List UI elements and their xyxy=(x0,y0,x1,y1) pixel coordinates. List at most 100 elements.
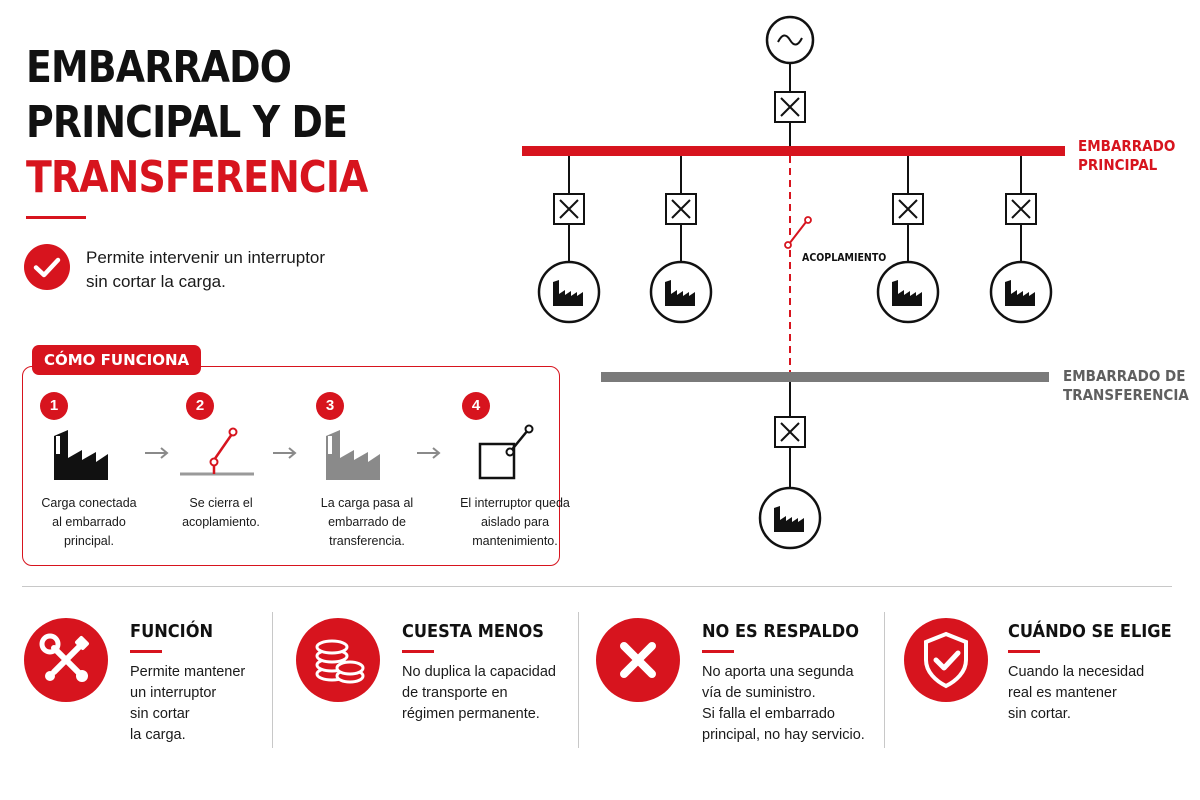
card-underline xyxy=(702,650,734,653)
main-bus-label-line-2: PRINCIPAL xyxy=(1078,156,1158,174)
coins-icon xyxy=(296,618,380,702)
step-4-line-3: mantenimiento. xyxy=(472,534,558,548)
arrow-right-icon xyxy=(272,446,298,460)
factory-load-icon xyxy=(537,260,601,324)
step-4-line-2: aislado para xyxy=(480,515,550,529)
step-2-line-1: Se cierra el xyxy=(189,496,253,510)
transfer-bus-label: EMBARRADO DE TRANSFERENCIA xyxy=(1063,367,1189,405)
card-4-line-3: sin cortar. xyxy=(1008,706,1071,722)
feeder-2 xyxy=(649,156,713,324)
page-title: EMBARRADO PRINCIPAL Y DE TRANSFERENCIA xyxy=(26,40,423,205)
factory-load-icon xyxy=(876,260,940,324)
card-title-funcion: FUNCIÓN xyxy=(130,621,214,642)
step-3-line-2: embarrado de xyxy=(328,515,406,529)
card-2-line-2: de transporte en xyxy=(402,685,508,701)
card-underline xyxy=(130,650,162,653)
main-bus-label-line-1: EMBARRADO xyxy=(1078,137,1176,155)
intro-line-1: Permite intervenir un interruptor xyxy=(86,248,326,267)
how-it-works-tag: CÓMO FUNCIONA xyxy=(32,345,202,375)
feeder-4 xyxy=(989,156,1053,324)
circuit-breaker-icon xyxy=(553,193,585,225)
transfer-bus-label-line-1: EMBARRADO DE xyxy=(1063,367,1186,385)
card-body-cuesta-menos: No duplica la capacidad de transporte en… xyxy=(402,662,556,725)
ac-generator-icon xyxy=(765,15,815,65)
card-2-line-1: No duplica la capacidad xyxy=(402,664,556,680)
card-body-funcion: Permite mantener un interruptor sin cort… xyxy=(130,662,245,746)
title-line-3: TRANSFERENCIA xyxy=(26,152,368,203)
card-2-line-3: régimen permanente. xyxy=(402,706,540,722)
card-underline xyxy=(1008,650,1040,653)
step-4-text: El interruptor queda aislado para manten… xyxy=(440,494,590,551)
title-line-2: PRINCIPAL Y DE xyxy=(26,97,348,148)
step-number: 3 xyxy=(316,392,344,420)
intro-text: Permite intervenir un interruptor sin co… xyxy=(86,246,386,294)
intro-line-2: sin cortar la carga. xyxy=(86,272,226,291)
title-line-1: EMBARRADO xyxy=(26,42,292,93)
factory-icon xyxy=(46,422,126,489)
step-3: 3 La carga pasa al embarrado de transfer… xyxy=(306,392,436,548)
single-line-diagram xyxy=(522,15,1065,550)
isolated-breaker-icon xyxy=(470,422,540,489)
circuit-breaker-icon xyxy=(892,193,924,225)
arrow-right-icon xyxy=(416,446,442,460)
circuit-breaker-icon xyxy=(665,193,697,225)
step-2-line-2: acoplamiento. xyxy=(182,515,260,529)
card-3-line-3: Si falla el embarrado xyxy=(702,706,835,722)
transfer-busbar xyxy=(601,372,1049,382)
feeder-1 xyxy=(537,156,601,324)
arrow-right-icon xyxy=(144,446,170,460)
step-3-line-1: La carga pasa al xyxy=(320,496,414,510)
wrench-screwdriver-icon xyxy=(24,618,108,702)
card-separator xyxy=(272,612,273,748)
coupler-label: ACOPLAMIENTO xyxy=(802,252,887,264)
card-separator xyxy=(884,612,885,748)
card-3-line-2: vía de suministro. xyxy=(702,685,816,701)
step-4: 4 El interruptor queda aislado para mant… xyxy=(452,392,582,548)
source-breaker-icon xyxy=(774,91,806,123)
factory-load-icon xyxy=(989,260,1053,324)
card-underline xyxy=(402,650,434,653)
card-title-no-es-respaldo: NO ES RESPALDO xyxy=(702,621,860,642)
card-4-line-2: real es mantener xyxy=(1008,685,1117,701)
step-4-line-1: El interruptor queda xyxy=(460,496,570,510)
circuit-breaker-icon xyxy=(1005,193,1037,225)
step-number: 4 xyxy=(462,392,490,420)
step-3-text: La carga pasa al embarrado de transferen… xyxy=(302,494,432,551)
card-title-cuando-se-elige: CUÁNDO SE ELIGE xyxy=(1008,621,1172,642)
transfer-feeder xyxy=(758,382,822,550)
card-body-no-es-respaldo: No aporta una segunda vía de suministro.… xyxy=(702,662,865,746)
step-1-text: Carga conectada al embarrado principal. xyxy=(24,494,154,551)
card-body-cuando-se-elige: Cuando la necesidad real es mantener sin… xyxy=(1008,662,1144,725)
check-icon xyxy=(24,244,70,290)
card-3-line-1: No aporta una segunda xyxy=(702,664,854,680)
step-number: 1 xyxy=(40,392,68,420)
feeder-3 xyxy=(876,156,940,324)
step-1-line-2: al embarrado xyxy=(52,515,126,529)
factory-load-icon xyxy=(649,260,713,324)
shield-check-icon xyxy=(904,618,988,702)
circuit-breaker-icon xyxy=(774,416,806,448)
step-1-line-1: Carga conectada xyxy=(41,496,137,510)
step-1-line-3: principal. xyxy=(63,534,115,548)
card-1-line-4: la carga. xyxy=(130,727,186,743)
card-1-line-1: Permite mantener xyxy=(130,664,246,680)
step-2-text: Se cierra el acoplamiento. xyxy=(156,494,286,532)
main-bus-label: EMBARRADO PRINCIPAL xyxy=(1078,137,1175,175)
card-4-line-1: Cuando la necesidad xyxy=(1008,664,1145,680)
card-title-cuesta-menos: CUESTA MENOS xyxy=(402,621,544,642)
card-1-line-3: sin cortar xyxy=(130,706,190,722)
section-divider xyxy=(22,586,1172,587)
card-1-line-2: un interruptor xyxy=(130,685,217,701)
main-busbar xyxy=(522,146,1065,156)
step-1: 1 Carga conectada al embarrado principal… xyxy=(36,392,166,548)
transfer-bus-label-line-2: TRANSFERENCIA xyxy=(1063,386,1189,404)
step-number: 2 xyxy=(186,392,214,420)
factory-transferred-icon xyxy=(318,422,398,489)
cross-icon xyxy=(596,618,680,702)
card-3-line-4: principal, no hay servicio. xyxy=(702,727,865,743)
closed-coupler-icon xyxy=(178,422,258,489)
card-separator xyxy=(578,612,579,748)
title-underline xyxy=(26,216,86,219)
step-3-line-3: transferencia. xyxy=(329,534,405,548)
factory-load-icon xyxy=(758,486,822,550)
